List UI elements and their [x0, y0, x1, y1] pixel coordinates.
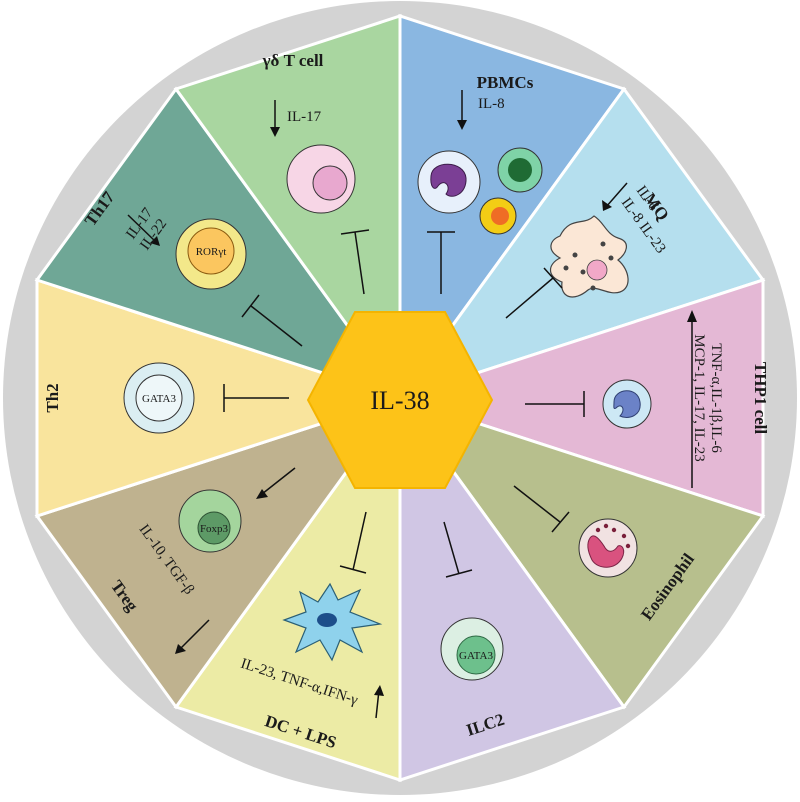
- pbmcs-title: PBMCs: [477, 73, 534, 92]
- treg-nucleus: [197, 511, 231, 545]
- macrophage-granule: [572, 252, 578, 258]
- gdt-arrowhead: [270, 127, 280, 137]
- pbmcs-lymphocyte-nucleus: [508, 158, 532, 182]
- gdt-inhibition-bar: [340, 229, 370, 235]
- dc-inhibition-bar: [339, 565, 367, 574]
- ilc2-nucleus-label: GATA3: [459, 650, 493, 662]
- segment-gdt: [173, 13, 402, 403]
- treg-down-arrow: [178, 619, 210, 651]
- th17-inhibition-stem: [250, 305, 303, 347]
- treg-nucleus-label: Foxp3: [200, 523, 229, 535]
- eosinophil-granule: [603, 523, 609, 529]
- gdt-title: γδ T cell: [262, 51, 324, 70]
- macrophage-granule: [608, 255, 614, 261]
- ilc2-nucleus: [456, 635, 496, 675]
- gdt-inhibition-stem: [354, 231, 365, 295]
- pbmcs-cytokine: IL-8: [478, 96, 505, 112]
- macrophage-granule: [563, 265, 569, 271]
- mq-arrow: [605, 182, 628, 208]
- gdt-nucleus: [312, 165, 348, 201]
- thp1-title: THP1 cell: [751, 362, 770, 435]
- eosinophil-granule: [611, 527, 617, 533]
- eosinophil-granule: [625, 543, 631, 549]
- mq-inhibition-bar: [543, 267, 563, 289]
- macrophage-granule: [600, 241, 606, 247]
- mq-inhibition-stem: [505, 277, 554, 319]
- thp1-monocyte-icon: [613, 390, 641, 418]
- th17-inhibition-bar: [241, 294, 260, 318]
- center-hexagon: [306, 311, 494, 489]
- thp1-arrowhead: [687, 310, 697, 322]
- thp1-cytokine-2: MCP-1, IL-17, IL-23: [691, 334, 707, 462]
- pbmcs-monocyte-icon: [430, 163, 467, 197]
- ilc2-inhibition-stem: [443, 521, 460, 575]
- th2-nucleus: [135, 374, 183, 422]
- th17-nucleus: [187, 227, 235, 275]
- macrophage-icon: [549, 215, 629, 298]
- treg-stimulation-arrow: [261, 467, 296, 495]
- macrophage-granule: [580, 269, 586, 275]
- th17-arrowhead: [150, 236, 160, 246]
- gdt-cytokine: IL-17: [287, 109, 322, 125]
- macrophage-nucleus: [586, 259, 608, 281]
- pbmcs-arrowhead: [457, 120, 467, 130]
- dc-arrowhead: [374, 685, 384, 696]
- mq-arrowhead: [602, 200, 612, 211]
- eosinophil-granule: [621, 533, 627, 539]
- th17-nucleus-label: RORγt: [196, 246, 227, 258]
- th2-title: Th2: [43, 383, 62, 412]
- center-label: IL-38: [370, 386, 429, 415]
- macrophage-granule: [590, 285, 596, 291]
- th2-nucleus-label: GATA3: [142, 393, 176, 405]
- pbmcs-granulocyte-nucleus: [491, 207, 509, 225]
- thp1-cytokine-1: TNF-α,IL-1β,IL-6: [708, 343, 724, 453]
- dc-inhibition-stem: [352, 511, 367, 571]
- th17-arrow: [127, 214, 157, 243]
- eosinophil-inhibition-bar: [551, 511, 570, 533]
- treg-arrowhead: [175, 644, 186, 654]
- eosinophil-nucleus-icon: [587, 535, 625, 568]
- dendritic-cell-nucleus: [317, 613, 337, 627]
- ilc2-inhibition-bar: [445, 569, 473, 578]
- treg-stimulation-arrowhead: [256, 489, 268, 499]
- eosinophil-granule: [595, 527, 601, 533]
- eosinophil-inhibition-stem: [513, 485, 561, 523]
